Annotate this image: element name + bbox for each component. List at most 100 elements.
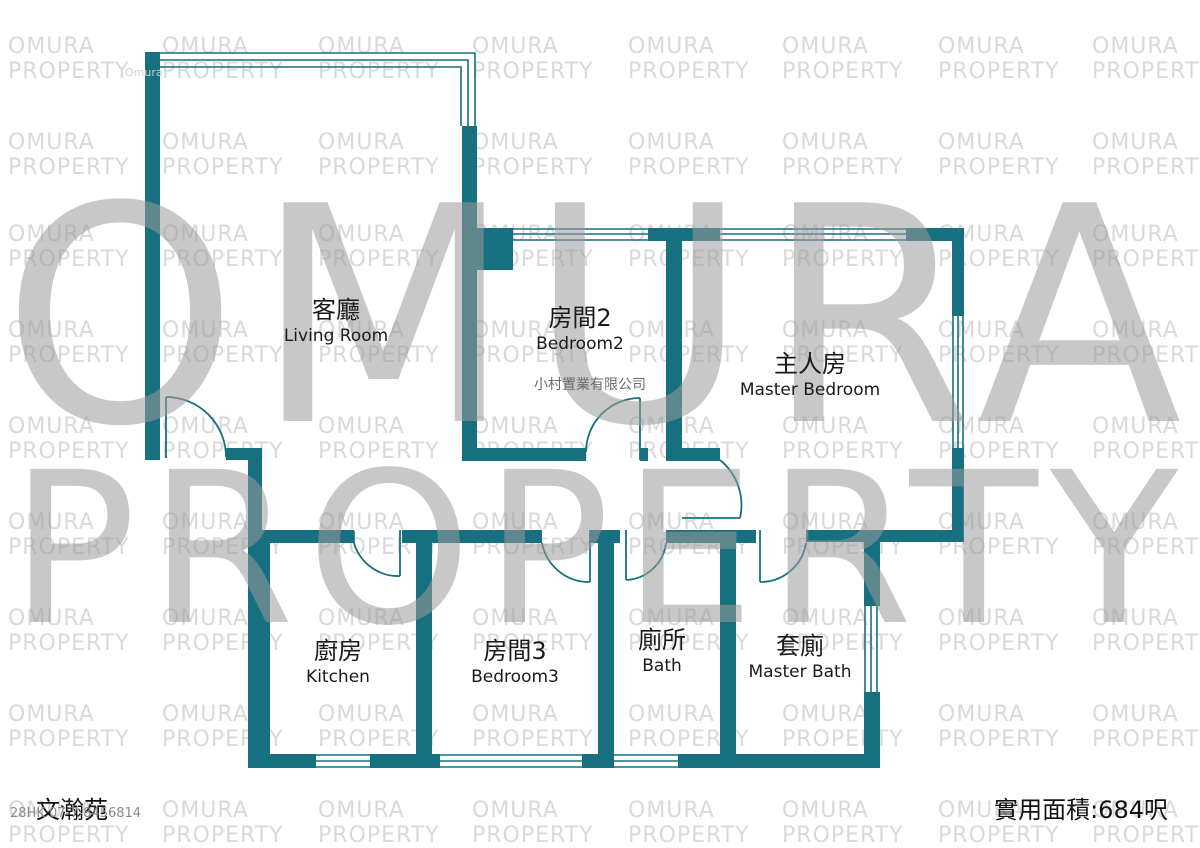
watermark-tile-line2: PROPERTY	[318, 247, 440, 272]
label-kitchen-cn: 廚房	[314, 637, 362, 665]
watermark-tile-line1: OMURA	[162, 34, 249, 59]
wall-bedroom2-north-right	[648, 228, 720, 241]
watermark-tile-line2: PROPERTY	[782, 59, 904, 84]
label-living-room-en: Living Room	[283, 326, 389, 346]
label-kitchen-en: Kitchen	[306, 667, 370, 687]
label-bath: 廁所 Bath	[617, 625, 707, 677]
label-master-bath: 套廁 Master Bath	[740, 631, 860, 683]
watermark-tile-line1: OMURA	[628, 798, 715, 823]
watermark-tile-line2: PROPERTY	[1092, 727, 1200, 752]
watermark-tile-line2: PROPERTY	[1092, 823, 1200, 848]
label-master-bedroom: 主人房 Master Bedroom	[720, 349, 900, 401]
stripe-watermark: Omura	[125, 66, 163, 79]
watermark-tile-line1: OMURA	[162, 702, 249, 727]
doors	[165, 396, 807, 583]
watermark-tile-line1: OMURA	[8, 510, 95, 535]
watermark-tile-line2: PROPERTY	[472, 823, 594, 848]
watermark-tile-line1: OMURA	[1092, 130, 1179, 155]
watermark-tile-line1: OMURA	[162, 318, 249, 343]
wall-entrance-side	[248, 448, 262, 543]
watermark-tile-line1: OMURA	[8, 798, 95, 823]
watermark-tile-line1: OMURA	[782, 702, 869, 727]
watermark-tile-line2: PROPERTY	[938, 155, 1060, 180]
label-bedroom3: 房間3 Bedroom3	[450, 636, 580, 688]
watermark-tile-line2: PROPERTY	[628, 823, 750, 848]
watermark-tile-line1: OMURA	[782, 798, 869, 823]
watermark-tile-line2: PROPERTY	[1092, 439, 1200, 464]
watermark-tile-line2: PROPERTY	[8, 439, 130, 464]
watermark-tile-line2: PROPERTY	[938, 727, 1060, 752]
watermark-tile-line2: PROPERTY	[628, 343, 750, 368]
watermark-tile-line1: OMURA	[8, 318, 95, 343]
watermark-tile-line2: PROPERTY	[472, 631, 594, 656]
watermark-tile-line1: OMURA	[8, 34, 95, 59]
wall-masterbath-south-right	[840, 754, 880, 768]
window-living-north-inner2	[160, 66, 462, 126]
watermark-tile-line1: OMURA	[8, 606, 95, 631]
watermark-tile-line1: OMURA	[162, 222, 249, 247]
watermark-tile-line1: OMURA	[472, 414, 559, 439]
watermark-tile-line2: PROPERTY	[162, 247, 284, 272]
label-bedroom3-cn: 房間3	[483, 637, 547, 665]
watermark-tile-line1: OMURA	[318, 318, 405, 343]
windows	[160, 52, 964, 768]
watermark-tile-line2: PROPERTY	[782, 343, 904, 368]
wall-living-east	[462, 126, 477, 460]
watermark-tile-line1: OMURA	[8, 130, 95, 155]
wall-bath-north	[666, 530, 756, 543]
label-master-bath-en: Master Bath	[748, 662, 852, 682]
watermark-tile-line1: OMURA	[1092, 222, 1179, 247]
wall-master-north-right	[906, 228, 964, 241]
watermark-tile-line1: OMURA	[318, 34, 405, 59]
watermark-tile-line2: PROPERTY	[318, 155, 440, 180]
watermark-tile-line1: OMURA	[628, 130, 715, 155]
watermark-tile-line1: OMURA	[782, 130, 869, 155]
agency-name: 小村置業有限公司	[534, 377, 646, 393]
watermark-tile-line2: PROPERTY	[1092, 343, 1200, 368]
watermark-tile-line2: PROPERTY	[782, 823, 904, 848]
door-kitchen-swing	[353, 542, 401, 577]
watermark-tile-line1: OMURA	[472, 606, 559, 631]
watermark-tile-line2: PROPERTY	[938, 823, 1060, 848]
wall-bedroom2-north	[477, 228, 513, 241]
label-bedroom3-en: Bedroom3	[471, 667, 559, 687]
wall-master-south-right	[806, 530, 964, 542]
watermark-tile-line1: OMURA	[938, 702, 1025, 727]
watermark-tile-line1: OMURA	[782, 318, 869, 343]
watermark-tile-line1: OMURA	[938, 606, 1025, 631]
wall-kitchen-bedroom3	[416, 530, 432, 768]
watermark-tile-line1: OMURA	[782, 34, 869, 59]
wall-bedroom2-south	[462, 448, 586, 461]
watermark-tile-line2: PROPERTY	[782, 155, 904, 180]
door-master-swing	[719, 459, 743, 519]
door-masterbath-swing	[759, 542, 807, 583]
watermark-tile-line1: OMURA	[628, 702, 715, 727]
watermark-tile-line2: PROPERTY	[938, 631, 1060, 656]
watermark-tile-line1: OMURA	[8, 222, 95, 247]
